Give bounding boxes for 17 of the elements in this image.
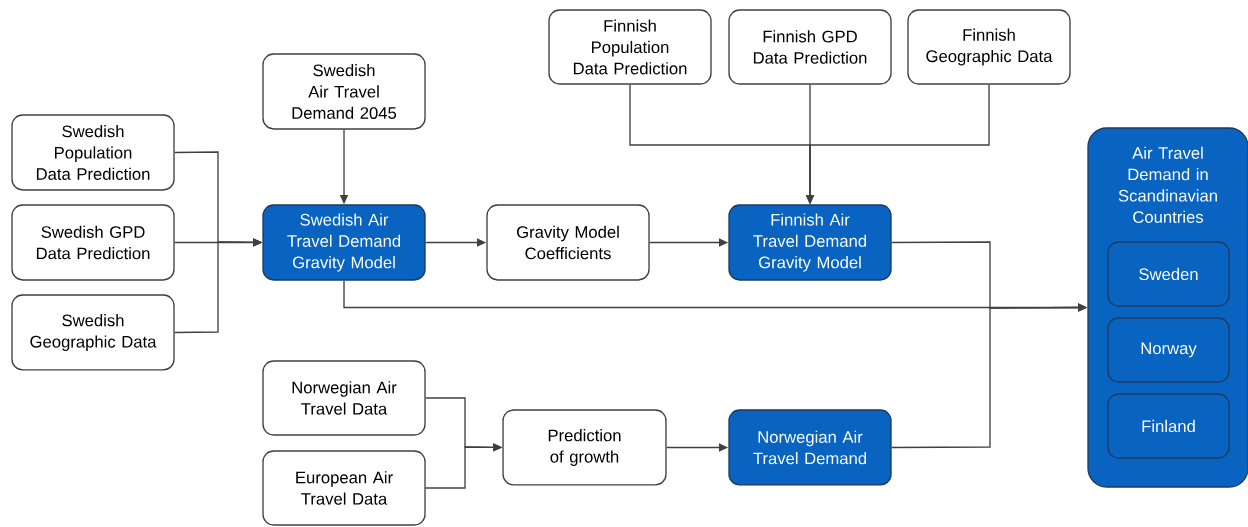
- process-box: Gravity Model Coefficients: [486, 204, 650, 281]
- process-box: Finnish Population Data Prediction: [548, 9, 712, 85]
- result-box: Sweden: [1107, 241, 1230, 307]
- result-box: Finland: [1107, 393, 1230, 459]
- process-box: Prediction of growth: [502, 409, 667, 486]
- result-box: Finnish Air Travel Demand Gravity Model: [728, 204, 892, 281]
- process-box: Swedish GPD Data Prediction: [11, 204, 175, 281]
- process-box: Finnish GPD Data Prediction: [728, 9, 892, 85]
- result-box: Norway: [1107, 317, 1230, 383]
- process-box: Swedish Population Data Prediction: [11, 114, 175, 191]
- process-box: Norwegian Air Travel Data: [262, 360, 426, 436]
- process-box: European Air Travel Data: [262, 450, 426, 526]
- result-box: Norwegian Air Travel Demand: [728, 409, 892, 486]
- process-box: Swedish Geographic Data: [11, 294, 175, 371]
- process-box: Finnish Geographic Data: [907, 9, 1071, 85]
- process-box: Swedish Air Travel Demand 2045: [262, 53, 426, 130]
- result-box: Swedish Air Travel Demand Gravity Model: [262, 204, 426, 281]
